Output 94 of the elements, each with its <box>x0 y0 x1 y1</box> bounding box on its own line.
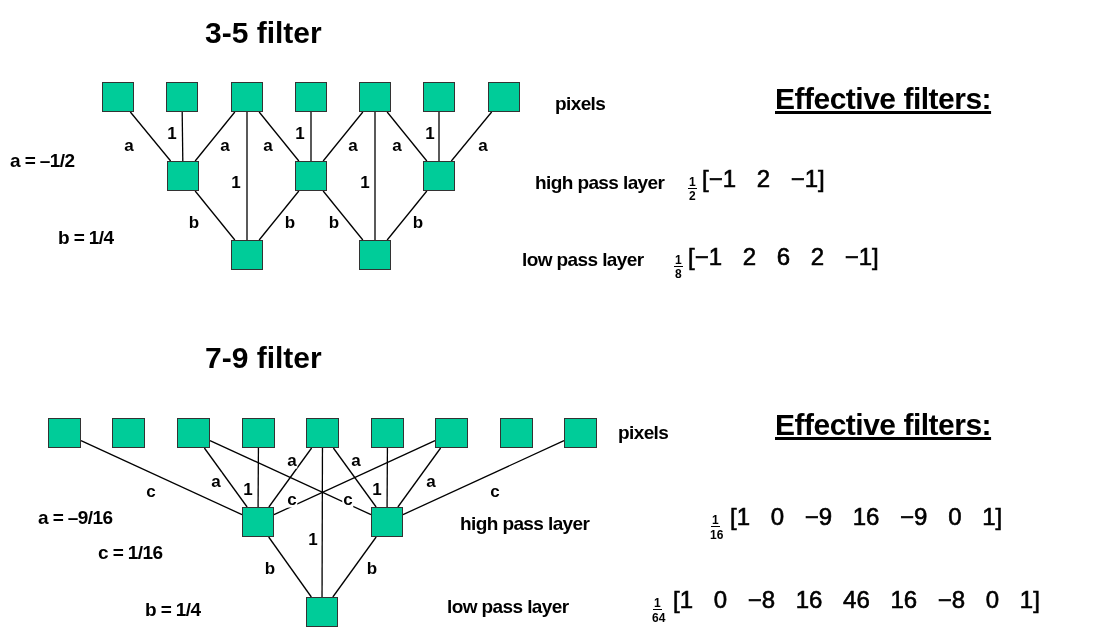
edge-label: 1 <box>424 124 436 142</box>
edge-label: 1 <box>294 124 306 142</box>
fraction-numerator: 1 <box>674 254 683 267</box>
connector-line <box>397 447 442 508</box>
square-node <box>306 418 339 448</box>
connector-line <box>321 447 324 598</box>
edge-label: b <box>327 213 341 231</box>
fraction-denominator: 64 <box>652 612 666 624</box>
connector-line <box>332 536 377 598</box>
coefficient-label: a = –1/2 <box>10 151 75 170</box>
square-node <box>166 82 198 112</box>
fraction-denominator: 2 <box>689 190 696 202</box>
edge-label: a <box>210 472 222 490</box>
edge-label: 1 <box>307 530 319 548</box>
connector-line <box>209 439 372 516</box>
heading: Effective filters: <box>775 84 992 114</box>
square-node <box>231 240 263 270</box>
square-node <box>295 161 327 191</box>
connector-line <box>386 190 428 241</box>
connector-line <box>322 111 364 162</box>
row-label: low pass layer <box>522 250 644 269</box>
edge-label: b <box>263 559 277 577</box>
connector-line <box>129 111 172 162</box>
coefficient-label: a = –9/16 <box>38 508 113 527</box>
connector-line <box>257 447 260 508</box>
connector-line <box>332 447 377 508</box>
fraction-numerator: 1 <box>653 597 662 610</box>
connector-line <box>268 536 312 598</box>
row-label: low pass layer <box>447 597 569 616</box>
connector-line <box>258 111 300 162</box>
square-node <box>112 418 145 448</box>
connector-line <box>203 447 248 508</box>
coefficient-vector: [−1 2 −1] <box>702 167 825 191</box>
square-node <box>564 418 597 448</box>
connector-line <box>310 111 312 162</box>
edge-label: b <box>283 213 297 231</box>
square-node <box>423 161 455 191</box>
fraction-numerator: 1 <box>711 514 720 527</box>
coefficient-vector: [1 0 −9 16 −9 0 1] <box>730 505 1003 529</box>
square-node <box>488 82 520 112</box>
fraction-denominator: 16 <box>710 529 724 541</box>
edge-label: 1 <box>371 480 383 498</box>
connector-line <box>386 111 428 162</box>
edge-label: 1 <box>359 173 371 191</box>
coefficient-label: b = 1/4 <box>58 228 114 247</box>
square-node <box>359 240 391 270</box>
square-node <box>435 418 468 448</box>
connector-line <box>80 439 243 516</box>
connector-line <box>273 439 436 516</box>
connector-line <box>450 111 493 162</box>
connector-line <box>374 111 376 241</box>
square-node <box>242 507 274 537</box>
square-node <box>371 507 403 537</box>
square-node <box>102 82 134 112</box>
connector-line <box>322 190 364 241</box>
square-node <box>242 418 275 448</box>
square-node <box>167 161 199 191</box>
square-node <box>359 82 391 112</box>
connector-line <box>258 190 300 241</box>
edge-label: 1 <box>242 480 254 498</box>
fraction-denominator: 8 <box>675 268 682 280</box>
connector-line <box>246 111 248 241</box>
edge-label: b <box>365 559 379 577</box>
edge-label: b <box>187 213 201 231</box>
square-node <box>177 418 210 448</box>
fraction-numerator: 1 <box>688 176 697 189</box>
edge-label: 1 <box>166 124 178 142</box>
coefficient-vector: [1 0 −8 16 46 16 −8 0 1] <box>673 588 1040 612</box>
row-label: pixels <box>555 94 606 113</box>
connector-line <box>268 447 313 508</box>
heading: Effective filters: <box>775 410 992 440</box>
heading: 7-9 filter <box>205 343 322 373</box>
connector-line <box>402 439 565 516</box>
edge-label: 1 <box>230 173 242 191</box>
connector-line <box>386 447 389 508</box>
connector-line <box>438 111 440 162</box>
square-node <box>48 418 81 448</box>
row-label: high pass layer <box>460 514 590 533</box>
row-label: high pass layer <box>535 173 665 192</box>
connector-line <box>181 111 184 162</box>
coefficient-label: c = 1/16 <box>98 543 163 562</box>
square-node <box>423 82 455 112</box>
square-node <box>295 82 327 112</box>
square-node <box>231 82 263 112</box>
connector-line <box>194 190 236 241</box>
heading: 3-5 filter <box>205 18 322 48</box>
row-label: pixels <box>618 423 669 442</box>
coefficient-vector: [−1 2 6 2 −1] <box>688 245 879 269</box>
square-node <box>306 597 338 627</box>
square-node <box>500 418 533 448</box>
connector-line <box>194 111 236 162</box>
coefficient-label: b = 1/4 <box>145 600 201 619</box>
square-node <box>371 418 404 448</box>
edge-label: b <box>411 213 425 231</box>
